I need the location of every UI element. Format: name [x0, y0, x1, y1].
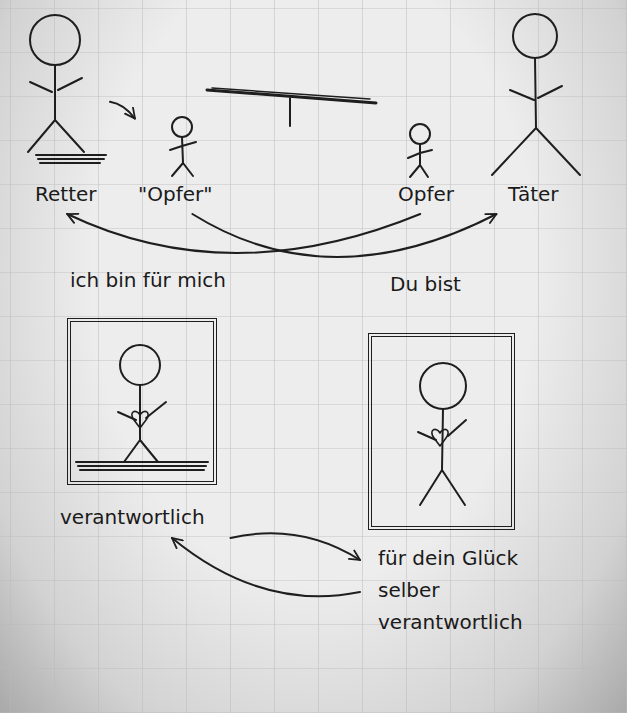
self-figure	[76, 345, 208, 470]
seesaw-bar	[207, 88, 376, 126]
hand-label: Opfer	[398, 182, 467, 207]
hand-label: Retter	[35, 182, 110, 207]
figure-node: Retter	[15, 10, 110, 214]
responsibility-box: Du bist für dein Glück selber verantwortl…	[360, 272, 545, 672]
figure-node: Opfer	[395, 115, 467, 214]
hand-label: Du bist	[390, 272, 540, 297]
rescuer-figure	[28, 15, 106, 163]
hand-label: ich bin für mich	[70, 268, 250, 293]
victim-figure	[170, 117, 196, 176]
curved-arrow	[192, 214, 496, 257]
curved-arrow	[172, 538, 360, 596]
figure-node: Täter	[480, 10, 590, 214]
curved-arrow	[67, 214, 420, 253]
figure-node: "Opfer"	[135, 108, 217, 214]
outline-frame	[368, 333, 515, 530]
other-figure	[418, 363, 466, 505]
victim-figure	[408, 124, 432, 177]
hand-label: Täter	[508, 182, 588, 207]
hand-label: "Opfer"	[138, 182, 217, 207]
perpetrator-figure	[492, 14, 580, 175]
curved-arrow	[110, 102, 135, 119]
responsibility-box: ich bin für mich verantwortlich	[55, 268, 250, 538]
outline-frame	[67, 318, 217, 485]
hand-label: für dein Glück selber verantwortlich	[378, 542, 540, 638]
curved-arrow	[231, 533, 361, 560]
hand-label: verantwortlich	[60, 505, 250, 530]
